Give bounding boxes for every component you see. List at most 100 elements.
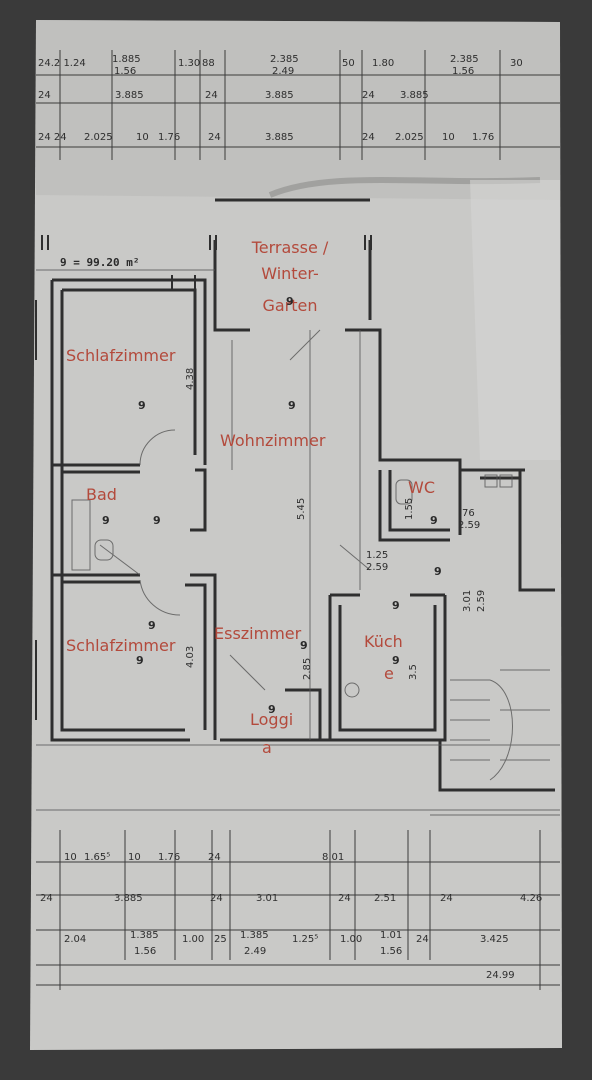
paper-shadow-right [470,180,560,460]
dim-bottom-r2-3: 24 [210,893,223,904]
dim-bottom-1: 10 [64,852,77,863]
dim-bottom-6: 8.01 [322,852,345,863]
dim-top-r3-4: 1.76 [158,132,181,143]
dim-bottom-r3-7: 2.49 [244,946,267,957]
zone-mark: 9 [430,514,438,527]
bottom-dimension-lines [36,830,560,990]
dim-inner-7: 2.59 [476,589,487,612]
dim-inner-6: 3.01 [462,589,473,612]
zone-mark: 9 [153,514,161,527]
room-terrasse-line3: Garten [262,296,318,315]
dim-inner-8: 5.45 [296,497,307,520]
dim-top-5: 88 [202,58,215,69]
dim-top-r3-7: 24 [362,132,375,143]
zone-mark: 9 [392,599,400,612]
room-wc: WC [408,478,435,497]
room-loggia-line1: Loggi [250,710,294,729]
dim-top-r3-8: 2.025 [395,132,424,143]
dim-bottom-r2-5: 24 [338,893,351,904]
dim-bottom-r3-9: 1.00 [340,934,363,945]
zone-mark: 9 [138,399,146,412]
dim-bottom-r3-4: 1.00 [182,934,205,945]
room-esszimmer: Esszimmer [214,624,302,643]
dim-top-r3-3: 10 [136,132,149,143]
interior-lines [36,269,560,816]
dim-inner-11: 2.85 [302,657,313,680]
zone-mark: 9 [148,619,156,632]
room-wohnzimmer: Wohnzimmer [220,431,326,450]
dim-top-r2-5: 24 [362,90,375,101]
zone-mark: 9 [392,654,400,667]
paper-sheet [30,20,562,1050]
room-schlafzimmer-2: Schlafzimmer [66,636,176,655]
top-dimension-lines [36,50,560,160]
dim-top-2: 1.885 [112,54,141,65]
window-marks [35,235,372,720]
dim-bottom-r3-12: 24 [416,934,429,945]
zone-mark: 9 [136,654,144,667]
dim-bottom-5: 24 [208,852,221,863]
dim-top-r3-1: 24 24 [38,132,67,143]
dim-bottom-r3-8: 1.25⁵ [292,934,319,945]
dim-bottom-r2-6: 2.51 [374,893,397,904]
dim-top-8: 50 [342,58,355,69]
dim-top-9: 1.80 [372,58,395,69]
dim-top-r2-6: 3.885 [400,90,429,101]
dim-bottom-r2-8: 4.26 [520,893,543,904]
room-bad: Bad [86,485,117,504]
dim-bottom-r2-7: 24 [440,893,453,904]
dim-bottom-r3-6: 1.385 [240,930,269,941]
dim-top-3: 1.56 [114,66,137,77]
dim-bottom-r3-10: 1.01 [380,930,403,941]
zone-mark: 9 [102,514,110,527]
dim-bottom-r2-1: 24 [40,893,53,904]
dim-top-4: 1.30 [178,58,201,69]
dim-inner-1: 1.25 [366,550,389,561]
room-kueche-line1: Küch [364,632,403,651]
room-kueche-line2: e [384,664,394,683]
dim-top-r2-1: 24 [38,90,51,101]
zone-mark: 9 [286,295,294,308]
dim-top-r3-6: 3.885 [265,132,294,143]
zone-mark: 9 [434,565,442,578]
dim-inner-3: 1.55 [404,497,415,520]
dim-bottom-4: 1.76 [158,852,181,863]
dim-bottom-r3-5: 25 [214,934,227,945]
dim-top-r2-4: 3.885 [265,90,294,101]
paper-shadow-top [36,20,560,200]
dim-inner-2: 2.59 [366,562,389,573]
room-schlafzimmer-1: Schlafzimmer [66,346,176,365]
room-terrasse-line2: Winter- [261,264,319,283]
dim-top-r2-3: 24 [205,90,218,101]
dim-bottom-r3-3: 1.56 [134,946,157,957]
dim-bottom-3: 10 [128,852,141,863]
dim-inner-4: 76 [462,508,475,519]
dim-bottom-r2-4: 3.01 [256,893,279,904]
dim-bottom-r3-11: 1.56 [380,946,403,957]
dim-bottom-total: 24.99 [486,970,515,981]
dim-inner-10: 4.03 [185,645,196,668]
dim-top-6: 2.385 [270,54,299,65]
dim-top-1: 24.2 1.24 [38,58,86,69]
dim-bottom-2: 1.65⁵ [84,852,111,863]
zone-mark: 9 [300,639,308,652]
dim-top-r2-2: 3.885 [115,90,144,101]
dim-top-10: 2.385 [450,54,479,65]
dim-top-7: 2.49 [272,66,295,77]
dim-top-r3-2: 2.025 [84,132,113,143]
total-area-label: 9 = 99.20 m² [60,256,140,269]
room-loggia-line2: a [262,738,272,757]
dim-inner-9: 4.38 [185,367,196,390]
dim-bottom-r3-1: 2.04 [64,934,87,945]
dim-bottom-r2-2: 3.885 [114,893,143,904]
dim-bottom-r3-2: 1.385 [130,930,159,941]
dim-inner-5: 2.59 [458,520,481,531]
zone-mark: 9 [288,399,296,412]
room-terrasse-line1: Terrasse / [251,238,329,257]
dim-top-r3-5: 24 [208,132,221,143]
dim-bottom-r3-13: 3.425 [480,934,509,945]
zone-mark: 9 [268,703,276,716]
dim-top-r3-9: 10 [442,132,455,143]
